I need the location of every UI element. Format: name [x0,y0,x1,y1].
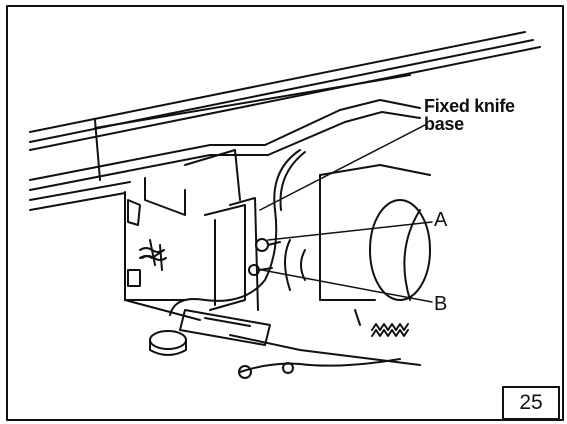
bracket-body [124,149,259,321]
page-number: 25 [519,391,543,414]
leader-lines [259,124,433,303]
fixed-knife-base-label-line2: base [424,114,464,134]
callout-b-label: B [434,293,448,315]
top-rail [29,31,541,181]
fixed-knife-base-label-line1: Fixed knife [424,96,515,116]
screw-a [255,238,281,252]
figure-frame [6,5,564,421]
lower-bar [29,99,421,211]
fixed-knife-base-label: Fixed knife base [424,97,515,133]
spring-right [371,323,409,337]
callout-a-label: A [434,209,448,231]
page-number-box: 25 [502,386,560,420]
spring-left [139,247,167,261]
lower-mount [149,309,361,356]
cable [169,149,421,379]
